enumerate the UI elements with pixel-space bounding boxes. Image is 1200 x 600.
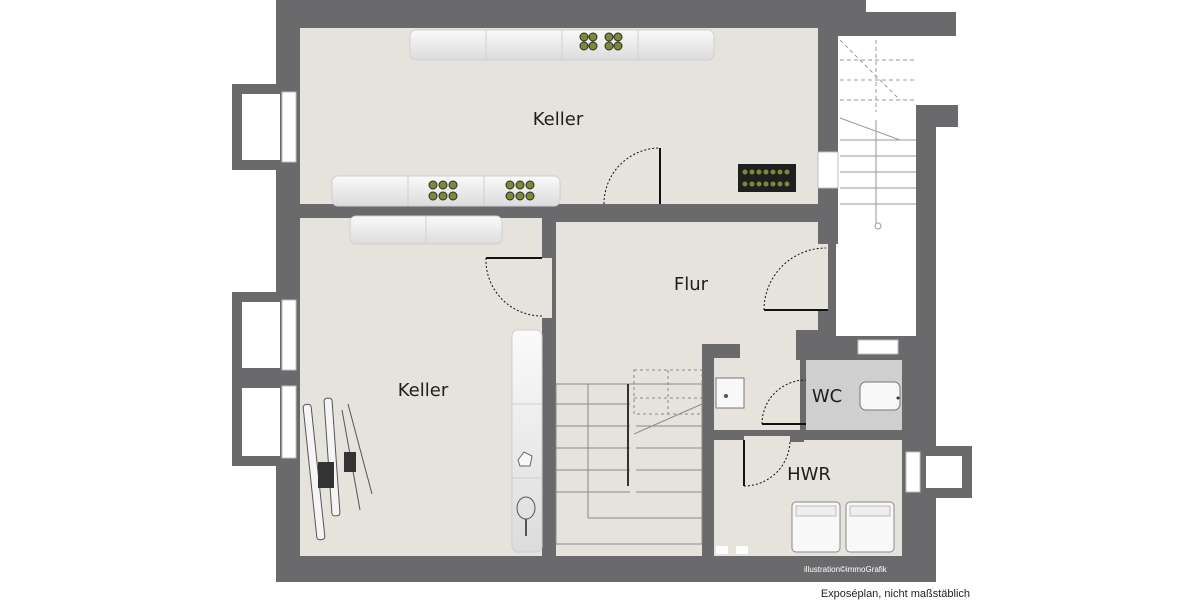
toilet-icon bbox=[859, 381, 901, 411]
room-label-flur: Flur bbox=[674, 274, 709, 295]
sink-icon bbox=[715, 377, 745, 409]
bottle-crate bbox=[738, 164, 796, 192]
interior-walls bbox=[300, 28, 918, 556]
room-label-keller-left: Keller bbox=[398, 380, 449, 401]
plan-caption: Exposéplan, nicht maßstäblich bbox=[821, 588, 970, 600]
ski-icon bbox=[302, 397, 373, 541]
hwr-outlets bbox=[716, 546, 748, 554]
windows bbox=[232, 84, 972, 498]
shelf-middle bbox=[331, 175, 561, 207]
flur-floor bbox=[556, 222, 828, 346]
interior-stairs bbox=[555, 369, 703, 545]
washer-icon bbox=[791, 501, 841, 553]
shelf-vertical bbox=[511, 329, 543, 553]
doors bbox=[485, 147, 828, 487]
shelf-top bbox=[409, 29, 715, 61]
room-label-wc: WC bbox=[812, 386, 842, 407]
keller-left-floor bbox=[300, 218, 552, 556]
outer-stairwell bbox=[836, 36, 916, 336]
dryer-icon bbox=[845, 501, 895, 553]
shelf-lower bbox=[349, 215, 503, 245]
illustration-credit: illustration©immoGrafik bbox=[804, 565, 888, 574]
room-label-keller-top: Keller bbox=[533, 109, 584, 130]
room-label-hwr: HWR bbox=[787, 464, 831, 485]
